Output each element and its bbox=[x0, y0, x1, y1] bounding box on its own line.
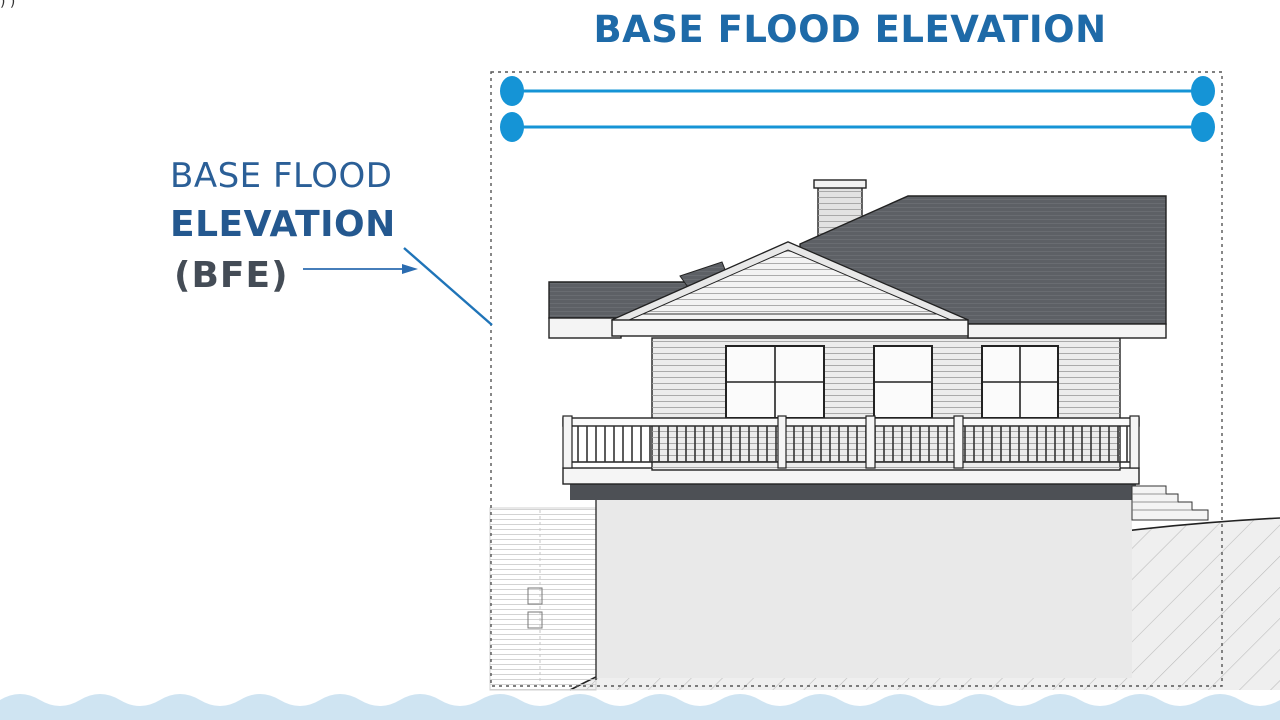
bfe-label-line1: BASE FLOOD bbox=[170, 156, 393, 196]
door-center bbox=[873, 345, 933, 419]
bfe-label-line2: ELEVATION bbox=[170, 204, 396, 245]
corner-mark: ) ) bbox=[0, 0, 16, 10]
window-left bbox=[725, 345, 825, 419]
deck-railing bbox=[562, 415, 1140, 469]
water-waves bbox=[0, 694, 1280, 720]
elevation-bounding-box bbox=[490, 71, 1223, 687]
foundation-wall bbox=[596, 498, 1132, 678]
page-title: BASE FLOOD ELEVATION bbox=[593, 8, 1107, 51]
bfe-label-abbreviation: (BFE) bbox=[174, 255, 289, 296]
window-right bbox=[981, 345, 1059, 419]
bfe-leader-arrow bbox=[303, 247, 493, 326]
bfe-measurement-lines bbox=[500, 76, 1215, 142]
left-foundation-block bbox=[489, 507, 597, 691]
right-stairs bbox=[1131, 485, 1209, 521]
